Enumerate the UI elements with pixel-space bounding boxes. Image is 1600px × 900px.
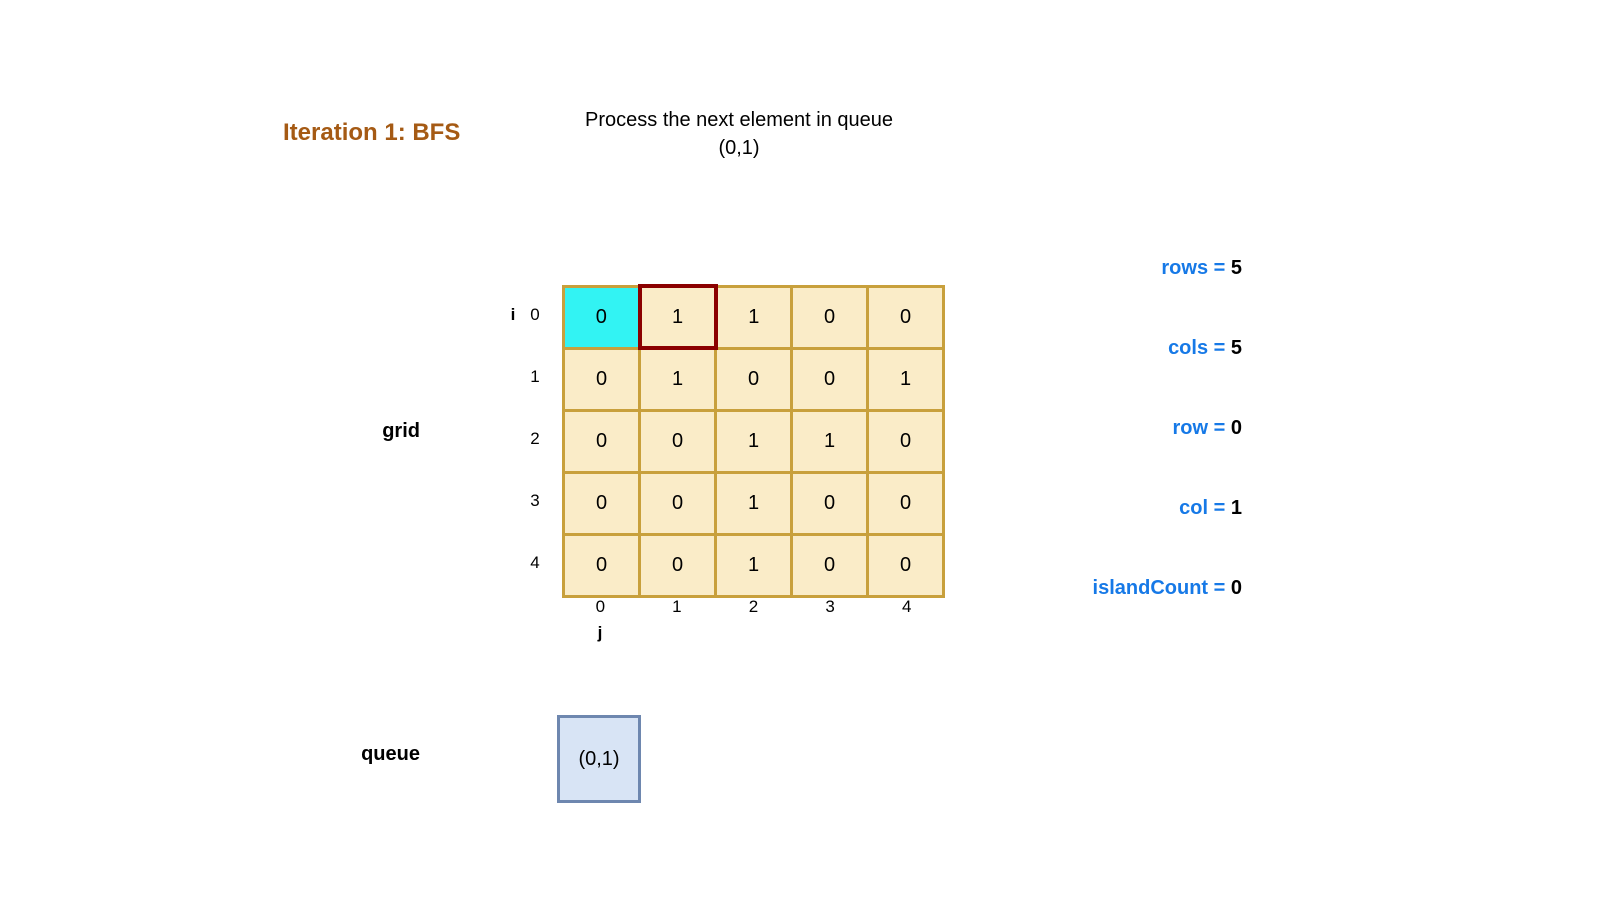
grid-label: grid	[382, 420, 420, 442]
col-label-3: 3	[825, 597, 835, 616]
variable-row: row = 0	[922, 388, 1242, 468]
row-label-1: 1	[530, 367, 540, 386]
grid-cell-1-0: 0	[562, 346, 641, 412]
variable-name-islandCount: islandCount =	[1092, 577, 1231, 599]
variable-value-cols: 5	[1230, 337, 1242, 359]
variable-name-cols: cols =	[1168, 337, 1231, 359]
grid-cell-1-1: 1	[638, 346, 717, 412]
iteration-title: Iteration 1: BFS	[283, 119, 461, 146]
grid-cell-4-0: 0	[562, 532, 641, 598]
grid-cell-2-2: 1	[714, 408, 793, 474]
grid-cell-0-3: 0	[790, 284, 869, 350]
grid-cell-3-0: 0	[562, 470, 641, 536]
grid-cell-2-4: 0	[866, 408, 945, 474]
grid-cell-4-3: 0	[790, 532, 869, 598]
col-label-0: 0	[595, 597, 606, 616]
variable-value-islandCount: 0	[1230, 577, 1242, 599]
queue-items: (0,1)	[557, 715, 641, 803]
grid-cell-3-2: 1	[714, 470, 793, 536]
row-axis-label: i	[510, 305, 516, 324]
step-description-line1: Process the next element in queue	[585, 109, 893, 131]
variable-rows: rows = 5	[922, 228, 1242, 308]
grid-cell-1-3: 0	[790, 346, 869, 412]
grid-cell-3-3: 0	[790, 470, 869, 536]
grid-row-labels: 0 1 2 3 4	[522, 284, 548, 594]
grid-cell-3-1: 0	[638, 470, 717, 536]
grid-cell-4-2: 1	[714, 532, 793, 598]
queue-item-0: (0,1)	[557, 715, 641, 803]
col-label-2: 2	[748, 597, 759, 616]
row-label-4: 4	[530, 553, 540, 572]
variable-islandCount: islandCount = 0	[922, 548, 1242, 628]
step-description: Process the next element in queue (0,1)	[539, 106, 939, 162]
variable-value-rows: 5	[1230, 257, 1242, 279]
variable-cols: cols = 5	[922, 308, 1242, 388]
row-label-0: 0	[530, 305, 540, 324]
queue-label: queue	[361, 743, 420, 765]
variable-col: col = 1	[922, 468, 1242, 548]
row-label-2: 2	[530, 429, 540, 448]
variable-value-col: 1	[1230, 497, 1242, 519]
col-axis-label: j	[597, 623, 603, 642]
step-description-line2: (0,1)	[718, 137, 760, 159]
grid-cell-0-2: 1	[714, 284, 793, 350]
row-label-3: 3	[530, 491, 540, 510]
grid-cell-0-1: 1	[637, 284, 718, 350]
variable-name-rows: rows =	[1161, 257, 1231, 279]
grid-cell-0-4: 0	[866, 284, 945, 350]
col-label-1: 1	[672, 597, 682, 616]
grid-cell-4-1: 0	[638, 532, 717, 598]
variable-name-row: row =	[1172, 417, 1231, 439]
grid-cell-0-0: 0	[562, 284, 641, 350]
variable-name-col: col =	[1179, 497, 1231, 519]
grid-cell-1-2: 0	[714, 346, 793, 412]
grid-cell-1-4: 1	[866, 346, 945, 412]
grid-cell-4-4: 0	[866, 532, 945, 598]
grid-cell-2-3: 1	[790, 408, 869, 474]
grid-cell-2-0: 0	[562, 408, 641, 474]
grid-cell-3-4: 0	[866, 470, 945, 536]
grid-cell-2-1: 0	[638, 408, 717, 474]
grid-col-labels: 0 1 2 3 4	[562, 594, 945, 620]
variable-value-row: 0	[1230, 417, 1242, 439]
col-label-4: 4	[901, 597, 912, 616]
